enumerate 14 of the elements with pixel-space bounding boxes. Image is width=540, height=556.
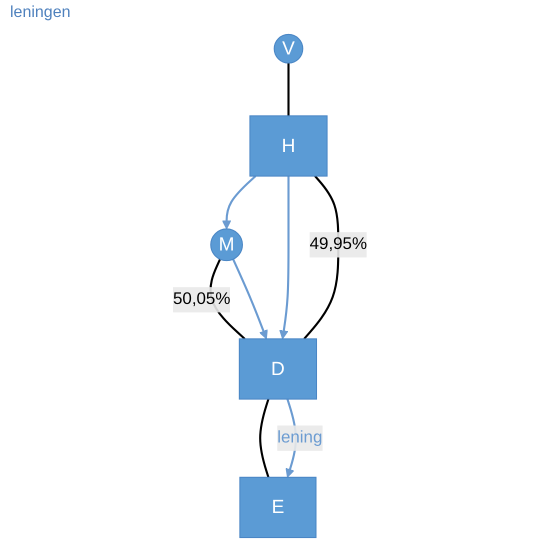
- arrow: [232, 258, 268, 340]
- edge-label: 50,05%: [173, 290, 230, 308]
- note-text: leningen: [10, 4, 70, 21]
- node-box: E: [239, 476, 316, 538]
- edge-label: 49,95%: [310, 235, 367, 254]
- connector: [259, 398, 270, 478]
- arrow: [279, 176, 290, 340]
- edge-label: lening: [277, 428, 322, 447]
- node-box: H: [249, 115, 328, 177]
- node-box: D: [238, 338, 318, 400]
- node-circle: V: [274, 34, 304, 64]
- node-circle: M: [210, 228, 243, 262]
- connector: [287, 63, 290, 116]
- arrow: [222, 175, 256, 230]
